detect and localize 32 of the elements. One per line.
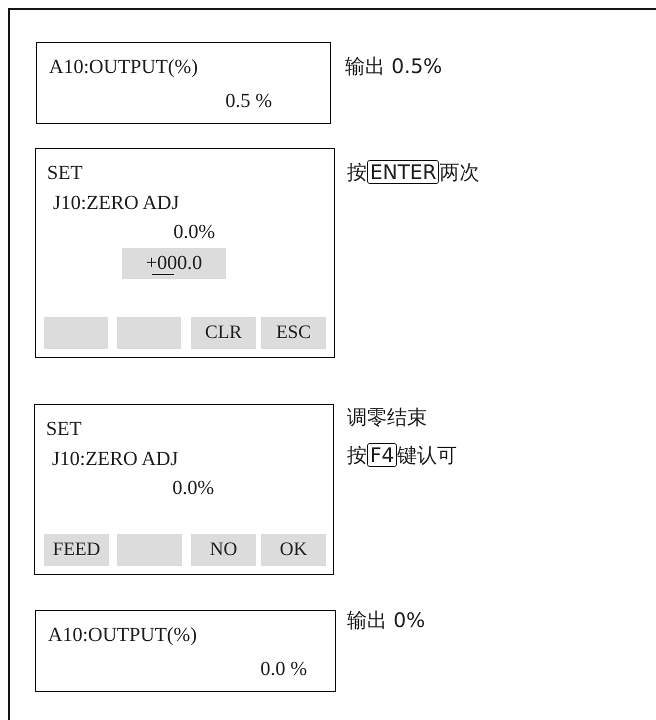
screen-text: 0.0% — [173, 222, 215, 242]
screen-text: 0.0% — [172, 478, 214, 498]
instruction-text: 按 — [347, 159, 367, 186]
softkey: FEED — [44, 534, 109, 566]
softkey: CLR — [191, 317, 256, 349]
instruction-text: 输出 0.5% — [345, 53, 442, 80]
screen-text: J10:ZERO ADJ — [52, 449, 178, 469]
screen-text: 0.0 % — [260, 659, 307, 679]
screen-text: A10:OUTPUT(%) — [48, 625, 197, 645]
blank-softkey — [117, 317, 181, 349]
display-screen — [34, 404, 334, 575]
instruction-text: 按 — [347, 442, 367, 469]
blank-softkey — [44, 317, 108, 349]
screen-text: A10:OUTPUT(%) — [49, 57, 198, 77]
screen-text: J10:ZERO ADJ — [53, 193, 180, 213]
instruction-text: 两次 — [439, 159, 480, 186]
instruction-text: 键认可 — [397, 442, 458, 469]
instruction-text: 输出 0% — [347, 607, 426, 634]
display-screen — [35, 148, 335, 358]
instruction-text: 调零结束 — [347, 404, 427, 431]
screen-text: SET — [46, 419, 82, 439]
softkey: OK — [261, 534, 326, 566]
softkey: ESC — [261, 317, 326, 349]
softkey: NO — [191, 534, 256, 566]
blank-softkey — [117, 534, 182, 566]
value-field: +000.0 — [122, 248, 226, 279]
screen-text: 0.5 % — [225, 91, 272, 111]
display-screen — [35, 610, 336, 692]
screen-text: SET — [47, 163, 83, 183]
display-screen — [36, 42, 331, 124]
key-symbol: ENTER — [367, 160, 440, 184]
key-symbol: F4 — [367, 443, 398, 467]
